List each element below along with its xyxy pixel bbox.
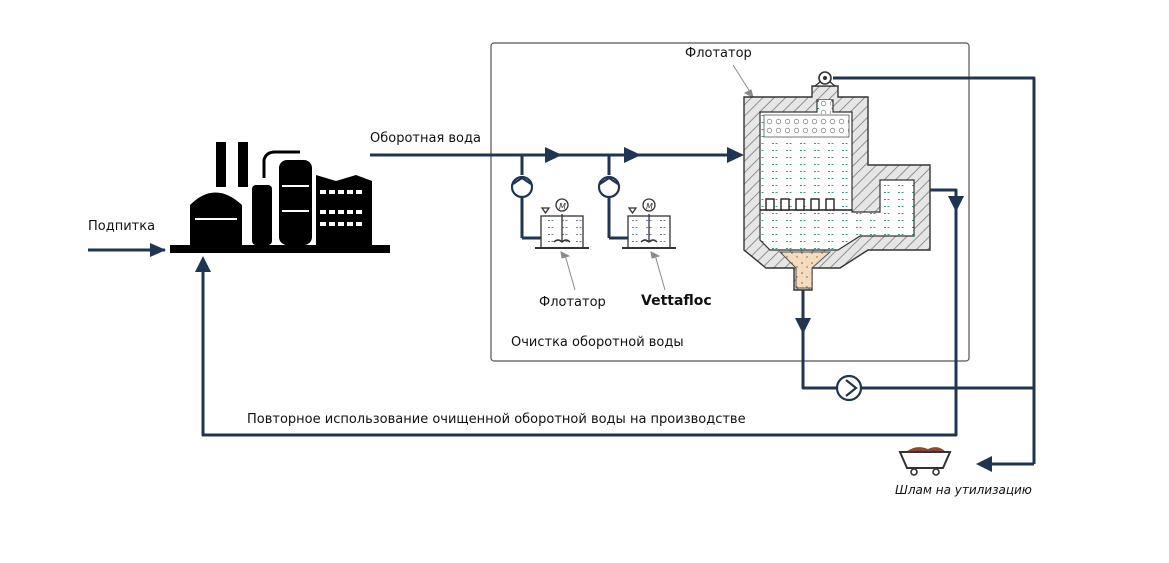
arrow-return-up <box>195 256 211 272</box>
sludge-cart-icon <box>898 447 952 476</box>
recycled-water-label: Оборотная вода <box>370 131 481 146</box>
reuse-label: Повторное использование очищенной оборот… <box>247 412 746 427</box>
treatment-box <box>490 42 970 362</box>
reagent-1-label: Флотатор <box>539 295 606 310</box>
reagent-2-label: Vettafloc <box>641 293 712 309</box>
mixer-tank-icon: M M <box>535 198 676 249</box>
treatment-box-title: Очистка оборотной воды <box>511 335 684 350</box>
svg-text:M: M <box>646 202 653 211</box>
arrow-makeup <box>150 243 166 257</box>
makeup-label: Подпитка <box>88 219 156 234</box>
arrow-main-2 <box>624 147 641 163</box>
sludge-label: Шлам на утилизацию <box>895 483 1032 497</box>
pump-icon <box>510 175 863 402</box>
arrow-main-3 <box>727 147 744 163</box>
pointer-lines <box>560 64 754 291</box>
factory-icon <box>170 142 390 253</box>
flotator-vessel-icon <box>743 71 931 291</box>
svg-text:M: M <box>559 202 566 211</box>
arrow-clean-down <box>948 196 964 212</box>
flotator-label: Флотатор <box>685 46 752 61</box>
arrow-to-cart <box>976 456 992 472</box>
arrow-main-1 <box>545 147 562 163</box>
flow-lines <box>88 76 1036 466</box>
arrow-sludge-down <box>795 318 811 334</box>
arrowheads <box>150 147 992 472</box>
